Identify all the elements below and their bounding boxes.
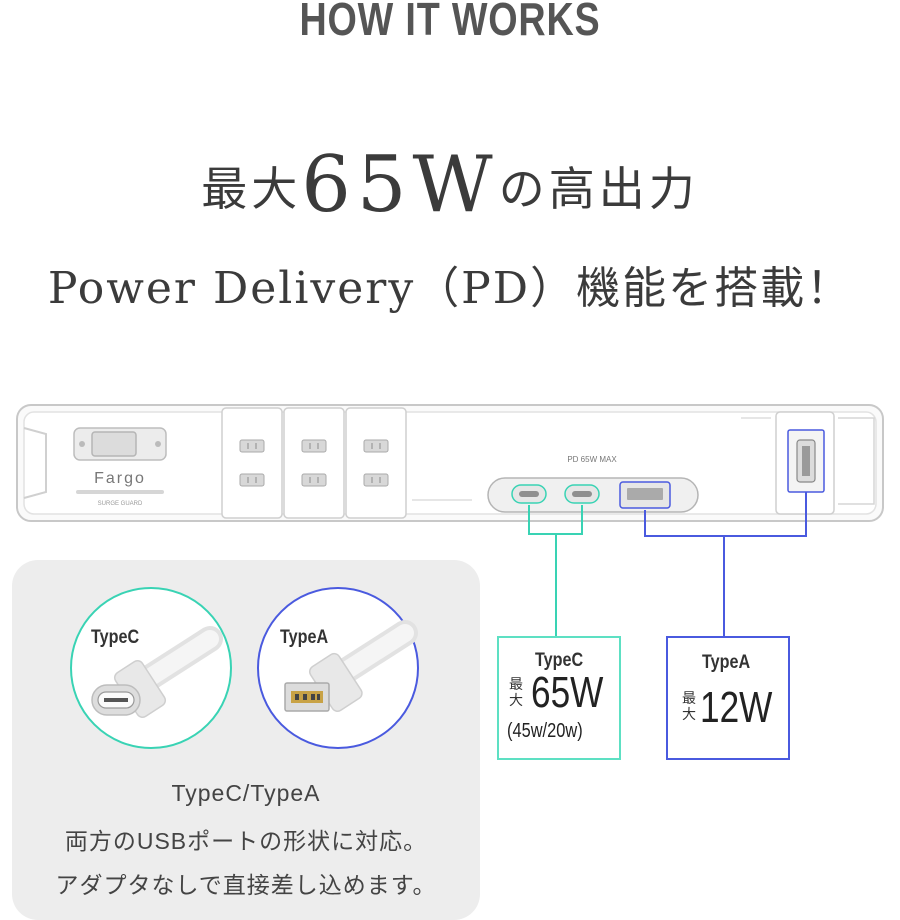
typec-spec-sub: (45w/20w) xyxy=(507,720,583,742)
power-strip-illustration: Fargo SURGE GUARD PD 65W MAX xyxy=(16,404,884,522)
typec-plug-icon xyxy=(91,626,223,718)
pd-label: PD 65W MAX xyxy=(567,455,617,464)
typec-spec-max-label: 最大 xyxy=(509,676,523,708)
headline-line1: 最大65Wの高出力 xyxy=(0,140,900,230)
typea-connector xyxy=(644,492,807,636)
panel-title: TypeC/TypeA xyxy=(171,780,321,806)
panel-description-2: アダプタなしで直接差し込めます。 xyxy=(55,872,437,898)
typea-spec-box xyxy=(666,636,790,760)
typec-spec-box xyxy=(497,636,621,760)
brand-logo: Fargo xyxy=(94,470,146,487)
headline-line2: Power Delivery（PD）機能を搭載！ xyxy=(47,263,853,314)
headline-power: 65W xyxy=(301,140,499,230)
section-label: HOW IT WORKS xyxy=(299,0,601,45)
headline-prefix: 最大 xyxy=(201,162,302,216)
headline-suffix: の高出力 xyxy=(498,162,699,216)
typec-connector xyxy=(528,505,583,636)
typea-spec-max-label: 最大 xyxy=(682,690,696,722)
typea-spec-type: TypeA xyxy=(702,652,751,673)
typea-circle-label: TypeA xyxy=(280,627,329,648)
typea-spec-watt: 12W xyxy=(700,683,773,732)
typea-plug-icon xyxy=(284,620,418,712)
typec-spec-type: TypeC xyxy=(535,650,584,671)
typec-circle-label: TypeC xyxy=(91,627,140,648)
typec-spec-watt: 65W xyxy=(531,668,604,717)
connector-lines xyxy=(528,492,807,636)
brand-sub: SURGE GUARD xyxy=(98,501,143,507)
panel-description-1: 両方のUSBポートの形状に対応。 xyxy=(64,828,428,854)
